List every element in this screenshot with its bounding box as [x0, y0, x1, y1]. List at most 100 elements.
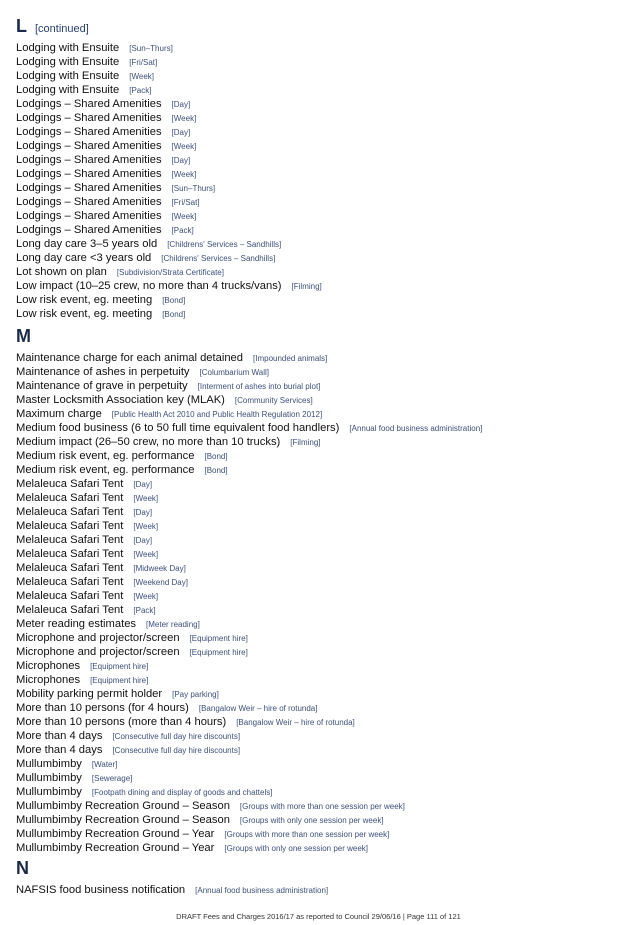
entry-name: Maximum charge: [16, 408, 102, 420]
entry-category: [Bond]: [204, 466, 228, 475]
entry-name: More than 10 persons (more than 4 hours): [16, 716, 227, 728]
list-item: Lodgings – Shared Amenities[Fri/Sat]: [16, 194, 322, 208]
entry-name: Mullumbimby Recreation Ground – Year: [16, 828, 215, 840]
entry-category: [Midweek Day]: [133, 564, 186, 573]
list-item: Lodgings – Shared Amenities[Week]: [16, 166, 322, 180]
entry-name: Lodgings – Shared Amenities: [16, 154, 162, 166]
list-item: Medium risk event, eg. performance [Bond]: [16, 462, 482, 476]
entry-category: [Consecutive full day hire discounts]: [112, 746, 241, 755]
list-item: Meter reading estimates[Meter reading]: [16, 616, 482, 630]
list-item: Mullumbimby Recreation Ground – Season[G…: [16, 812, 482, 826]
list-item: Lodging with Ensuite[Fri/Sat]: [16, 54, 322, 68]
entry-name: Medium risk event, eg. performance: [16, 464, 195, 476]
entry-category: [Equipment hire]: [90, 662, 149, 671]
entry-category: [Groups with more than one session per w…: [224, 830, 390, 839]
entry-category: [Meter reading]: [146, 620, 200, 629]
entry-category: [Columbarium Wall]: [199, 368, 270, 377]
entry-name: Melaleuca Safari Tent: [16, 562, 124, 574]
entry-name: Low risk event, eg. meeting: [16, 308, 153, 320]
entry-category: [Day]: [133, 480, 153, 489]
entry-category: [Childrens' Services – Sandhills]: [167, 240, 282, 249]
entry-category: [Public Health Act 2010 and Public Healt…: [111, 410, 323, 419]
entry-category: [Week]: [171, 170, 197, 179]
entry-name: Melaleuca Safari Tent: [16, 478, 124, 490]
entry-category: [Groups with only one session per week]: [239, 816, 384, 825]
entry-list: Lodging with Ensuite[Sun–Thurs]Lodging w…: [16, 40, 322, 320]
entry-name: Maintenance charge for each animal detai…: [16, 352, 244, 364]
entry-category: [Filming]: [291, 282, 322, 291]
section-heading: N: [16, 858, 328, 882]
list-item: Mullumbimby Recreation Ground – Year [Gro…: [16, 826, 482, 840]
list-item: Master Locksmith Association key (MLAK) […: [16, 392, 482, 406]
entry-category: [Community Services]: [234, 396, 313, 405]
entry-name: Melaleuca Safari Tent: [16, 548, 124, 560]
entry-category: [Bond]: [204, 452, 228, 461]
section-heading: L [continued]: [16, 16, 322, 40]
list-item: Melaleuca Safari Tent[Weekend Day]: [16, 574, 482, 588]
section-letter: M: [16, 326, 31, 346]
entry-category: [Water]: [91, 760, 118, 769]
entry-name: Melaleuca Safari Tent: [16, 492, 124, 504]
section-n: N NAFSIS food business notification [Annu…: [16, 858, 328, 896]
entry-name: Low risk event, eg. meeting: [16, 294, 153, 306]
list-item: Mullumbimby[Water]: [16, 756, 482, 770]
list-item: Lodgings – Shared Amenities[Sun–Thurs]: [16, 180, 322, 194]
list-item: Lodgings – Shared Amenities[Pack]: [16, 222, 322, 236]
list-item: Melaleuca Safari Tent [Midweek Day]: [16, 560, 482, 574]
entry-category: [Annual food business administration]: [195, 886, 329, 895]
entry-category: [Equipment hire]: [189, 648, 248, 657]
section-letter: L: [16, 16, 27, 36]
entry-category: [Bangalow Weir – hire of rotunda]: [198, 704, 318, 713]
entry-category: [Day]: [171, 100, 191, 109]
list-item: Lodgings – Shared Amenities[Week]: [16, 208, 322, 222]
list-item: More than 10 persons (for 4 hours)[Banga…: [16, 700, 482, 714]
list-item: Maintenance of ashes in perpetuity [Colum…: [16, 364, 482, 378]
list-item: Microphone and projector/screen [Equipmen…: [16, 644, 482, 658]
entry-category: [Footpath dining and display of goods an…: [91, 788, 273, 797]
list-item: Microphones[Equipment hire]: [16, 658, 482, 672]
list-item: More than 4 days[Consecutive full day hi…: [16, 728, 482, 742]
entry-name: Medium impact (26–50 crew, no more than …: [16, 436, 281, 448]
entry-name: Melaleuca Safari Tent: [16, 520, 124, 532]
entry-category: [Week]: [133, 550, 159, 559]
entry-name: Master Locksmith Association key (MLAK): [16, 394, 225, 406]
entry-name: Lodgings – Shared Amenities: [16, 126, 162, 138]
entry-category: [Bond]: [162, 296, 186, 305]
entry-name: Melaleuca Safari Tent: [16, 506, 124, 518]
list-item: Melaleuca Safari Tent[Pack]: [16, 602, 482, 616]
list-item: Lodging with Ensuite[Sun–Thurs]: [16, 40, 322, 54]
entry-category: [Annual food business administration]: [349, 424, 483, 433]
entry-category: [Pack]: [171, 226, 194, 235]
entry-category: [Week]: [171, 142, 197, 151]
entry-name: Lodging with Ensuite: [16, 70, 120, 82]
list-item: Mullumbimby Recreation Ground – Season[G…: [16, 798, 482, 812]
list-item: Microphone and projector/screen[Equipmen…: [16, 630, 482, 644]
list-item: Low risk event, eg. meeting [Bond]: [16, 292, 322, 306]
list-item: Long day care <3 years old[Childrens' Se…: [16, 250, 322, 264]
entry-name: Maintenance of ashes in perpetuity: [16, 366, 190, 378]
entry-name: Long day care 3–5 years old: [16, 238, 158, 250]
entry-name: Mullumbimby Recreation Ground – Year: [16, 842, 215, 854]
entry-category: [Consecutive full day hire discounts]: [112, 732, 241, 741]
entry-name: Lodgings – Shared Amenities: [16, 98, 162, 110]
list-item: Melaleuca Safari Tent[Day]: [16, 504, 482, 518]
entry-name: Lodgings – Shared Amenities: [16, 196, 162, 208]
entry-name: Melaleuca Safari Tent: [16, 576, 124, 588]
entry-category: [Groups with more than one session per w…: [239, 802, 405, 811]
list-item: Mobility parking permit holder[Pay parki…: [16, 686, 482, 700]
list-item: Melaleuca Safari Tent[Week]: [16, 518, 482, 532]
entry-category: [Week]: [133, 592, 159, 601]
list-item: Melaleuca Safari Tent [Week]: [16, 490, 482, 504]
entry-name: Maintenance of grave in perpetuity: [16, 380, 188, 392]
entry-category: [Groups with only one session per week]: [224, 844, 369, 853]
entry-category: [Week]: [133, 494, 159, 503]
entry-name: Microphone and projector/screen: [16, 646, 180, 658]
entry-category: [Sun–Thurs]: [171, 184, 216, 193]
entry-category: [Equipment hire]: [90, 676, 149, 685]
entry-category: [Equipment hire]: [189, 634, 248, 643]
entry-category: [Interment of ashes into burial plot]: [197, 382, 321, 391]
list-item: NAFSIS food business notification [Annual…: [16, 882, 328, 896]
list-item: Melaleuca Safari Tent[Day]: [16, 532, 482, 546]
entry-name: NAFSIS food business notification: [16, 884, 186, 896]
entry-category: [Sewerage]: [91, 774, 133, 783]
